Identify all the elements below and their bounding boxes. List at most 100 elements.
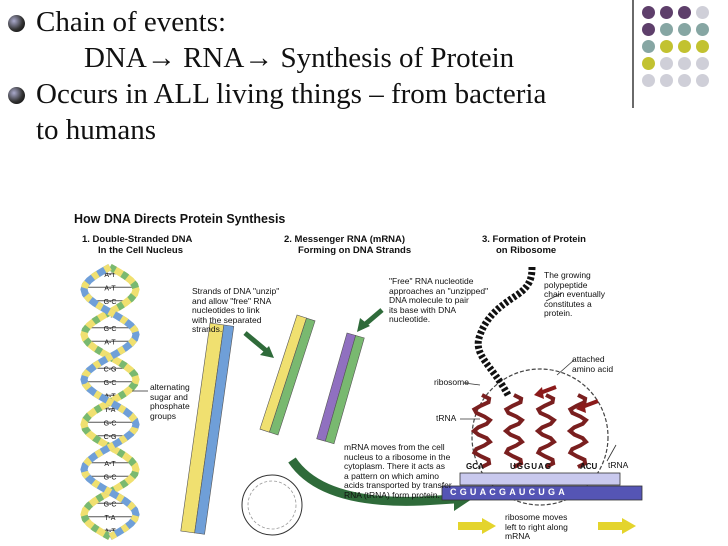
- step2-label: 2. Messenger RNA (mRNA) Forming on DNA S…: [284, 234, 412, 256]
- free-rna-note-line: approaches an "unzipped": [389, 285, 489, 296]
- dna-double-helix: A-TA-TG-CT-AG-CA-TT-AC-GG-CA-TT-AG-CC-GC…: [80, 263, 140, 541]
- bullet-chain-of-events: Chain of events:: [6, 4, 696, 40]
- backbone-note-line: alternating: [150, 382, 190, 392]
- base-pair-label: T-A: [105, 407, 116, 414]
- mrna-note-line: cytoplasm. There it acts as: [344, 461, 445, 471]
- amino-note-line: amino acid: [572, 363, 614, 374]
- decorative-dot: [660, 40, 673, 53]
- backbone-note-line: groups: [150, 410, 176, 421]
- trna-label-right: tRNA: [608, 460, 629, 470]
- backbone-note-line: sugar and: [150, 391, 188, 402]
- decorative-dot: [678, 6, 691, 19]
- mrna-note: mRNA moves from the cell nucleus to a ri…: [344, 442, 452, 500]
- polypeptide-note-line: constitutes a: [544, 298, 592, 309]
- figure-drawing: A-TA-TG-CT-AG-CA-TT-AC-GG-CA-TT-AG-CC-GC…: [80, 263, 643, 541]
- step3-label: 3. Formation of Protein on Ribosome: [482, 234, 586, 256]
- base-pair-label: G-C: [104, 326, 117, 333]
- step1-line1: 1. Double-Stranded DNA: [82, 234, 193, 245]
- unzip-note-line: Strands of DNA "unzip": [192, 286, 280, 296]
- figure-title: How DNA Directs Protein Synthesis: [74, 212, 286, 226]
- base-pair-label: C-G: [104, 434, 117, 441]
- base-pair-label: G-C: [104, 474, 117, 481]
- base-pair-label: A-T: [104, 272, 116, 279]
- slide-text: Chain of events: DNA→ RNA→ Synthesis of …: [6, 4, 696, 148]
- arrow-free-rna: [357, 308, 384, 332]
- amino-acid-note: attached amino acid: [572, 354, 614, 374]
- mrna-backbone: [441, 485, 643, 501]
- nucleus: [241, 474, 303, 536]
- decorative-dot-grid: [642, 6, 722, 106]
- ribosome-move-line: mRNA: [505, 531, 531, 541]
- decorative-dot: [642, 40, 655, 53]
- dna-backbone-segments: [80, 263, 140, 541]
- backbone-note-line: phosphate: [150, 401, 190, 411]
- base-pair-label: A-T: [104, 285, 116, 292]
- free-rna-note-line: DNA molecule to pair: [389, 295, 469, 305]
- anticodon-2: UGGUAG: [510, 462, 552, 471]
- step1-label: 1. Double-Stranded DNA In the Cell Nucle…: [82, 234, 193, 256]
- step3-line2: on Ribosome: [496, 244, 557, 256]
- bullet-dot-icon: [8, 87, 25, 104]
- polypeptide-note: The growing polypeptide chain eventually…: [544, 270, 605, 319]
- decorative-dot: [660, 74, 673, 87]
- decorative-dot: [696, 6, 709, 19]
- unzip-note-line: strands.: [192, 324, 223, 334]
- polypeptide-note-line: chain eventually: [544, 289, 605, 299]
- amino-note-line: attached: [572, 354, 605, 364]
- arrow-unzip: [243, 331, 274, 358]
- ribosome-label: ribosome: [434, 377, 469, 387]
- mrna-note-line: RNA (tRNA) form protein.: [344, 489, 440, 500]
- protein-synthesis-figure: How DNA Directs Protein Synthesis 1. Dou…: [62, 205, 652, 546]
- bullet-text-cont: to humans: [36, 114, 157, 146]
- dna-strand-left: [180, 322, 235, 535]
- decorative-dot: [696, 57, 709, 70]
- leader-lines: [132, 292, 617, 462]
- base-pair-label: A-T: [104, 528, 116, 535]
- decorative-dot: [660, 23, 673, 36]
- anticodon-1: GCA: [466, 462, 484, 471]
- decorative-dot: [678, 74, 691, 87]
- ribosome-move-line: left to right along: [505, 521, 568, 532]
- base-pair-label: T-A: [105, 515, 116, 522]
- decorative-dot: [642, 23, 655, 36]
- trna-molecules: [470, 393, 589, 469]
- trna-coil: [502, 393, 525, 469]
- trna-coil: [534, 393, 557, 469]
- polypeptide-note-line: polypeptide: [544, 279, 588, 290]
- bullet-text: Occurs in ALL living things – from bacte…: [36, 78, 547, 110]
- curved-mrna-arrow: [288, 457, 455, 506]
- decorative-dot: [678, 57, 691, 70]
- red-arrows: [534, 385, 599, 413]
- base-pair-label: C-G: [104, 366, 117, 373]
- anticodon-3: ACU: [580, 462, 598, 471]
- bullet-occurs-in-all: Occurs in ALL living things – from bacte…: [6, 76, 696, 148]
- base-pair-label: A-T: [104, 339, 116, 346]
- base-pair-label: G-C: [104, 299, 117, 306]
- trna-coil: [566, 393, 589, 469]
- decorative-dot: [660, 6, 673, 19]
- polypeptide-note-line: protein.: [544, 308, 573, 318]
- decorative-dot: [642, 6, 655, 19]
- mrna-sequence: CGUACGAUCUGA: [450, 487, 568, 497]
- bullet-text: Chain of events:: [36, 6, 227, 38]
- polypeptide-note-line: The growing: [544, 270, 591, 280]
- dna-strand-right: [259, 314, 316, 436]
- step2-line2: Forming on DNA Strands: [298, 244, 412, 256]
- trna-coil: [470, 393, 493, 469]
- mrna-note-line: nucleus to a ribosome in the: [344, 451, 451, 462]
- decorative-dot: [642, 57, 655, 70]
- step2-line1: 2. Messenger RNA (mRNA): [284, 234, 406, 245]
- step1-line2: In the Cell Nucleus: [98, 244, 183, 256]
- unzip-note-line: and allow "free" RNA: [192, 295, 272, 306]
- base-pair-label: A-T: [104, 393, 116, 400]
- base-pair-label: A-T: [104, 461, 116, 468]
- decorative-dot: [660, 57, 673, 70]
- base-pair-label: G-C: [104, 380, 117, 387]
- unzip-note-line: nucleotides to link: [192, 305, 260, 315]
- free-rna-note: "Free" RNA nucleotide approaches an "unz…: [389, 276, 489, 325]
- ribosome-move-line: ribosome moves: [505, 512, 568, 522]
- decorative-divider-line: [632, 0, 634, 108]
- decorative-dot: [696, 40, 709, 53]
- backbone-note: alternating sugar and phosphate groups: [150, 382, 190, 421]
- unzipped-dna-strands: [180, 314, 365, 535]
